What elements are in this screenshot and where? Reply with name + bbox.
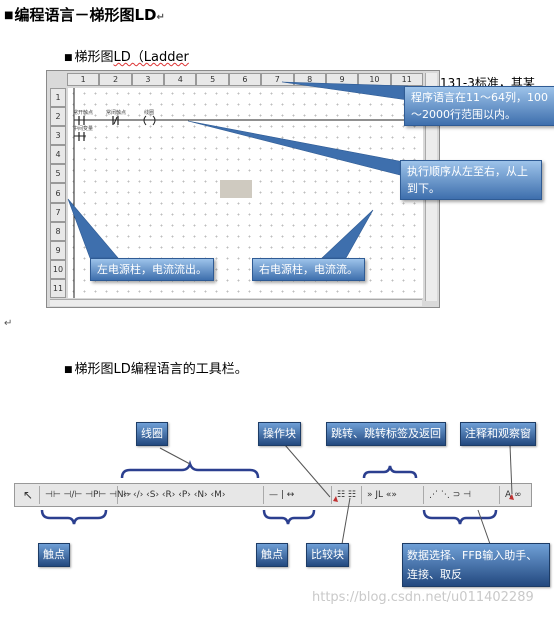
toolbar-separator [117, 486, 118, 504]
page-heading: ■编程语言－梯形图LD↵ [4, 4, 165, 25]
data-select-buttons[interactable]: ⋰ ⋱ ⊃ ⊣ [429, 490, 471, 500]
label-coil: 线圈 [136, 422, 168, 446]
paragraph-mark: ↵ [156, 12, 165, 23]
label-compare-block: 比较块 [306, 543, 349, 567]
callout-right-rail: 右电源柱，电流流。 [252, 258, 365, 281]
column-label: 2 [99, 73, 132, 86]
coil-label: 线圈 [144, 110, 155, 116]
selection-box [220, 180, 252, 198]
compare-buttons[interactable]: ☷ ☷ [337, 490, 356, 500]
row-label: 10 [50, 259, 66, 279]
toolbar-separator [361, 486, 362, 504]
row-label: 2 [50, 107, 66, 127]
jump-buttons[interactable]: » JL «» [367, 490, 397, 500]
column-label: 4 [164, 73, 197, 86]
ladder-rungs [73, 88, 420, 298]
row-label: 5 [50, 164, 66, 184]
callout-left-rail: 左电源柱，电流流出。 [90, 258, 214, 281]
row-label: 4 [50, 145, 66, 165]
toolbar-separator [331, 486, 332, 504]
toolbar-separator [263, 486, 264, 504]
contact-buttons[interactable]: ⊣⊢ ⊣/⊢ ⊣P⊢ ⊣N⊢ [45, 490, 132, 500]
label-contact-left: 触点 [38, 543, 70, 567]
bullet-marker: ■ [64, 365, 73, 375]
heading-bullet: ■ [4, 10, 14, 21]
row-label: 6 [50, 183, 66, 203]
bullet-marker: ■ [64, 53, 73, 63]
watermark: https://blog.csdn.net/u011402289 [312, 590, 534, 605]
bullet-text-b: LD（Ladder [113, 50, 189, 65]
callout-execution-order: 执行顺序从左至右，从上到下。 [400, 160, 542, 200]
toolbar-separator [39, 486, 40, 504]
label-contact-mid: 触点 [256, 543, 288, 567]
toolbar-separator [499, 486, 500, 504]
row-label: 1 [50, 88, 66, 108]
coil-buttons[interactable]: ‹› ‹/› ‹S› ‹R› ‹P› ‹N› ‹M› [123, 490, 226, 500]
ld-toolbar: ↖ ⊣⊢ ⊣/⊢ ⊣P⊢ ⊣N⊢ ‹› ‹/› ‹S› ‹R› ‹P› ‹N› … [14, 483, 532, 507]
contact-label-variable: 中间变量 [73, 126, 94, 132]
contact-label-closed: 常闭触点 [106, 110, 127, 116]
paragraph-mark: ↵ [4, 318, 13, 329]
row-label: 11 [50, 278, 66, 299]
bullet-text-a: 梯形图 [74, 50, 114, 65]
column-label: 6 [228, 73, 262, 86]
row-header: 1 2 3 4 5 6 7 8 9 10 11 [50, 88, 66, 299]
heading-text: 编程语言－梯形图LD [14, 6, 157, 24]
row-label: 3 [50, 126, 66, 146]
label-jump: 跳转、跳转标签及返回 [326, 422, 446, 446]
callout-column-range: 程序语言在11～64列，100～2000行范围以内。 [404, 86, 554, 126]
row-label: 8 [50, 221, 66, 241]
comment-buttons[interactable]: A ∞ [505, 490, 522, 500]
label-data-select: 数据选择、FFB输入助手、连接、取反 [402, 543, 550, 587]
column-label: 5 [196, 73, 229, 86]
toolbar-separator [423, 486, 424, 504]
label-operation-block: 操作块 [258, 422, 301, 446]
label-comment-watch: 注释和观察窗 [460, 422, 536, 446]
row-label: 9 [50, 240, 66, 260]
bullet-toolbar-intro: ■梯形图LD编程语言的工具栏。 [64, 358, 248, 377]
column-label: 3 [131, 73, 165, 86]
row-label: 7 [50, 202, 66, 222]
select-pointer-button[interactable]: ↖ [23, 488, 34, 502]
bullet-text: 梯形图LD编程语言的工具栏。 [74, 362, 248, 377]
contact-label-open: 常开触点 [73, 110, 94, 116]
horizontal-scrollbar[interactable] [50, 299, 422, 306]
line-buttons[interactable]: — | ↔ [269, 490, 295, 500]
column-label: 1 [67, 73, 100, 86]
bullet-ladder-intro: ■梯形图LD（Ladder [64, 46, 189, 65]
